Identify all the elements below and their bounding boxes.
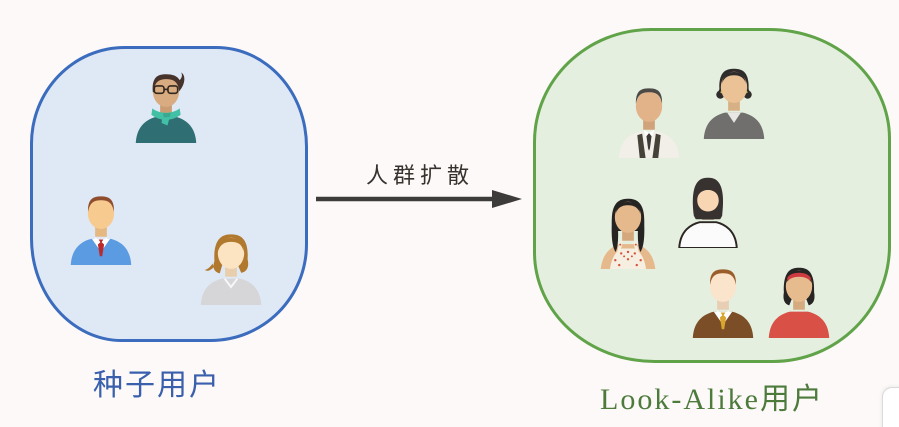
avatar-woman-red-headband-icon <box>760 260 838 338</box>
corner-card <box>882 387 899 427</box>
avatar-woman-floral-dress-icon <box>589 191 667 269</box>
avatar-woman-gray-blazer-icon <box>695 61 773 139</box>
avatar-man-blue-suit-icon <box>62 187 140 265</box>
seed-users-group <box>30 46 308 342</box>
avatar-woman-bob-icon <box>192 227 270 305</box>
expansion-arrow-label: 人群扩散 <box>365 163 474 188</box>
avatar-man-suspenders-icon <box>610 80 688 158</box>
avatar-man-glasses-scarf-icon <box>127 65 205 143</box>
avatar-man-brown-suit-icon <box>684 260 762 338</box>
lookalike-users-label: Look-Alike用户 <box>600 383 824 416</box>
avatar-woman-bangs-icon <box>669 170 747 248</box>
expansion-arrow-icon <box>314 187 526 211</box>
seed-users-label: 种子用户 <box>93 369 221 402</box>
lookalike-users-group <box>533 28 891 363</box>
